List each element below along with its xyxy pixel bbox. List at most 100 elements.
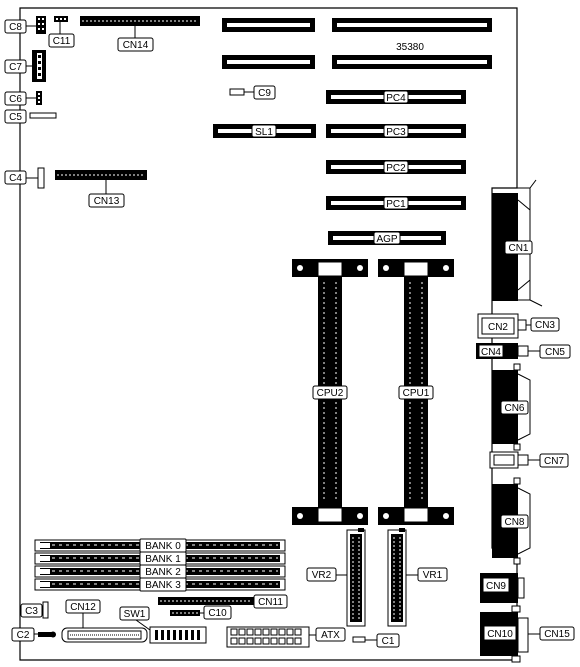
label-cn11-text: CN11 — [258, 597, 283, 608]
connector-cn8: CN8 — [492, 477, 531, 565]
label-cn2-text: CN2 — [488, 322, 508, 333]
label-c5: C5 — [4, 109, 27, 124]
label-bank1-text: BANK 1 — [145, 554, 181, 565]
connector-c4 — [37, 167, 45, 189]
label-c9: C9 — [253, 85, 276, 100]
connector-c1: C1 — [352, 633, 400, 648]
label-cn7-text: CN7 — [544, 456, 564, 467]
slot-top-2 — [332, 18, 492, 32]
slot-pc2: PC2 — [326, 160, 466, 174]
connector-cn12: CN12 — [61, 599, 148, 643]
label-vr1-text: VR1 — [423, 570, 443, 581]
board-id-text: 35380 — [396, 42, 424, 53]
label-bank3-text: BANK 3 — [145, 580, 181, 591]
connector-c2: C2 — [11, 627, 56, 642]
label-c11-text: C11 — [53, 36, 71, 47]
label-c4: C4 — [4, 170, 38, 185]
label-c7-text: C7 — [9, 62, 22, 73]
label-c9-text: C9 — [258, 88, 271, 99]
connector-cn1: CN1 — [492, 179, 543, 307]
connector-c5 — [29, 112, 57, 119]
memory-bank-0: BANK 0 — [34, 538, 286, 553]
label-cpu2-text: CPU2 — [317, 388, 344, 399]
label-cn14-text: CN14 — [123, 40, 149, 51]
connector-cn2: CN2 — [477, 313, 531, 339]
label-cn14: CN14 — [117, 37, 154, 52]
label-cn12-text: CN12 — [70, 602, 96, 613]
label-cn15: CN15 — [539, 626, 575, 641]
connector-cn7 — [489, 451, 540, 469]
slot-cpu2: CPU2 — [292, 259, 368, 525]
connector-c7 — [26, 50, 46, 82]
connector-c8 — [26, 16, 46, 34]
label-c2-text: C2 — [17, 630, 30, 641]
connector-c11 — [54, 16, 68, 34]
connector-cn4: CN4 — [476, 343, 540, 359]
memory-bank-3: BANK 3 — [34, 577, 286, 592]
label-sw1-text: SW1 — [124, 609, 146, 620]
label-bank2-text: BANK 2 — [145, 567, 181, 578]
label-cn15-text: CN15 — [544, 629, 570, 640]
label-pc1-text: PC1 — [386, 199, 406, 210]
slot-sl1: SL1 — [213, 124, 316, 138]
label-pc2-text: PC2 — [386, 163, 406, 174]
label-cn6-text: CN6 — [504, 403, 524, 414]
connector-cn9: CN9 — [480, 573, 525, 603]
label-vr2-text: VR2 — [312, 570, 332, 581]
slot-top-3 — [222, 55, 315, 69]
label-cn5-text: CN5 — [545, 347, 565, 358]
label-cn9-text: CN9 — [486, 581, 506, 592]
connector-c6 — [26, 91, 42, 105]
connector-cn11: CN11 — [158, 594, 288, 609]
slot-cpu1: CPU1 — [378, 259, 454, 525]
switch-sw1: SW1 — [119, 606, 207, 644]
label-pc4-text: PC4 — [386, 93, 406, 104]
label-c6: C6 — [4, 91, 27, 106]
connector-cn14 — [80, 16, 200, 38]
label-c8: C8 — [4, 19, 27, 34]
slot-top-1 — [222, 18, 315, 32]
label-c8-text: C8 — [9, 22, 22, 33]
label-c11: C11 — [48, 33, 75, 48]
connector-cn13 — [55, 170, 147, 194]
label-c10-text: C10 — [208, 608, 227, 619]
label-c7: C7 — [4, 59, 27, 74]
slot-pc3: PC3 — [326, 124, 466, 138]
label-cn7: CN7 — [539, 453, 569, 468]
label-cn3-text: CN3 — [535, 320, 555, 331]
memory-bank-2: BANK 2 — [34, 564, 286, 579]
label-c3-text: C3 — [25, 606, 38, 617]
label-c5-text: C5 — [9, 112, 22, 123]
label-pc3-text: PC3 — [386, 127, 406, 138]
label-sl1-text: SL1 — [255, 127, 273, 138]
label-agp-text: AGP — [376, 234, 397, 245]
slot-vr1: VR1 — [387, 528, 448, 627]
connector-cn6: CN6 — [492, 363, 531, 451]
slot-top-4 — [332, 55, 492, 69]
slot-pc1: PC1 — [326, 196, 466, 210]
slot-vr2: VR2 — [306, 528, 366, 627]
connector-c9 — [229, 88, 254, 96]
connector-cn10: CN10 — [480, 605, 540, 663]
connector-atx: ATX — [226, 626, 346, 648]
label-atx-text: ATX — [321, 630, 340, 641]
label-cpu1-text: CPU1 — [403, 388, 430, 399]
label-bank0-text: BANK 0 — [145, 541, 181, 552]
label-cn3: CN3 — [530, 317, 560, 332]
label-c6-text: C6 — [9, 94, 22, 105]
label-cn8-text: CN8 — [504, 517, 524, 528]
memory-bank-1: BANK 1 — [34, 551, 286, 566]
slot-pc4: PC4 — [326, 90, 466, 104]
label-cn1-text: CN1 — [508, 243, 528, 254]
label-cn10-text: CN10 — [487, 629, 513, 640]
slot-agp: AGP — [328, 231, 446, 245]
label-cn13-text: CN13 — [94, 196, 120, 207]
label-cn5: CN5 — [539, 344, 571, 359]
label-c4-text: C4 — [9, 173, 22, 184]
label-c1-text: C1 — [382, 636, 395, 647]
connector-c3: C3 — [20, 601, 49, 619]
label-cn13: CN13 — [88, 193, 125, 208]
label-cn4-text: CN4 — [481, 347, 501, 358]
connector-c10: C10 — [170, 605, 232, 620]
